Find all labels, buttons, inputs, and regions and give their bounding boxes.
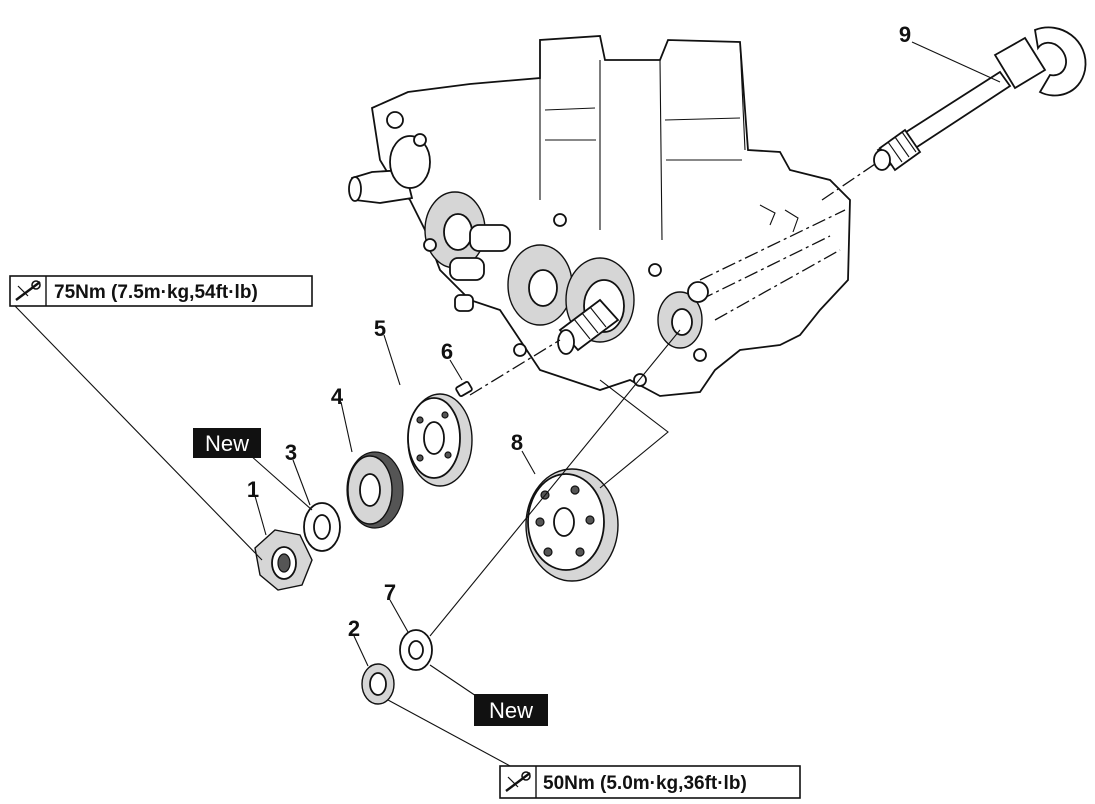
part-number-7: 7 [384,580,396,605]
part-number-1: 1 [247,477,259,502]
part-6-key [455,381,473,397]
torque-spec-75nm-text: 75Nm (7.5m·kg,54ft·lb) [54,282,258,303]
torque-spec-50nm-text: 50Nm (5.0m·kg,36ft·lb) [543,773,747,794]
part-number-6: 6 [441,339,453,364]
new-label-2-text: New [489,698,533,723]
torque-wrench-icon [505,771,531,792]
part-number-5: 5 [374,316,386,341]
part-number-8: 8 [511,430,523,455]
new-label-1: New [193,428,261,458]
part-number-2: 2 [348,616,360,641]
part-8-gear [525,468,619,582]
new-label-1-text: New [205,431,249,456]
part-number-labels: 9 5 6 4 3 1 8 7 2 [247,22,911,641]
torque-spec-75nm: 75Nm (7.5m·kg,54ft·lb) [9,275,313,307]
part-3-lock-washer [303,502,341,552]
part-2-nut [361,663,395,705]
torque-wrench-icon [15,280,41,301]
part-7-lock-washer [399,629,433,671]
new-label-2: New [474,694,548,726]
part-number-3: 3 [285,440,297,465]
crankcase-illustration [348,35,851,397]
leader-lines [14,41,1001,768]
part-5-gear [407,393,473,487]
part-1-nut [254,529,313,591]
part-number-4: 4 [331,384,344,409]
part-9-shaft [821,26,1087,201]
part-4-gear [346,451,404,529]
part-number-9: 9 [899,22,911,47]
torque-spec-50nm: 50Nm (5.0m·kg,36ft·lb) [499,765,801,799]
